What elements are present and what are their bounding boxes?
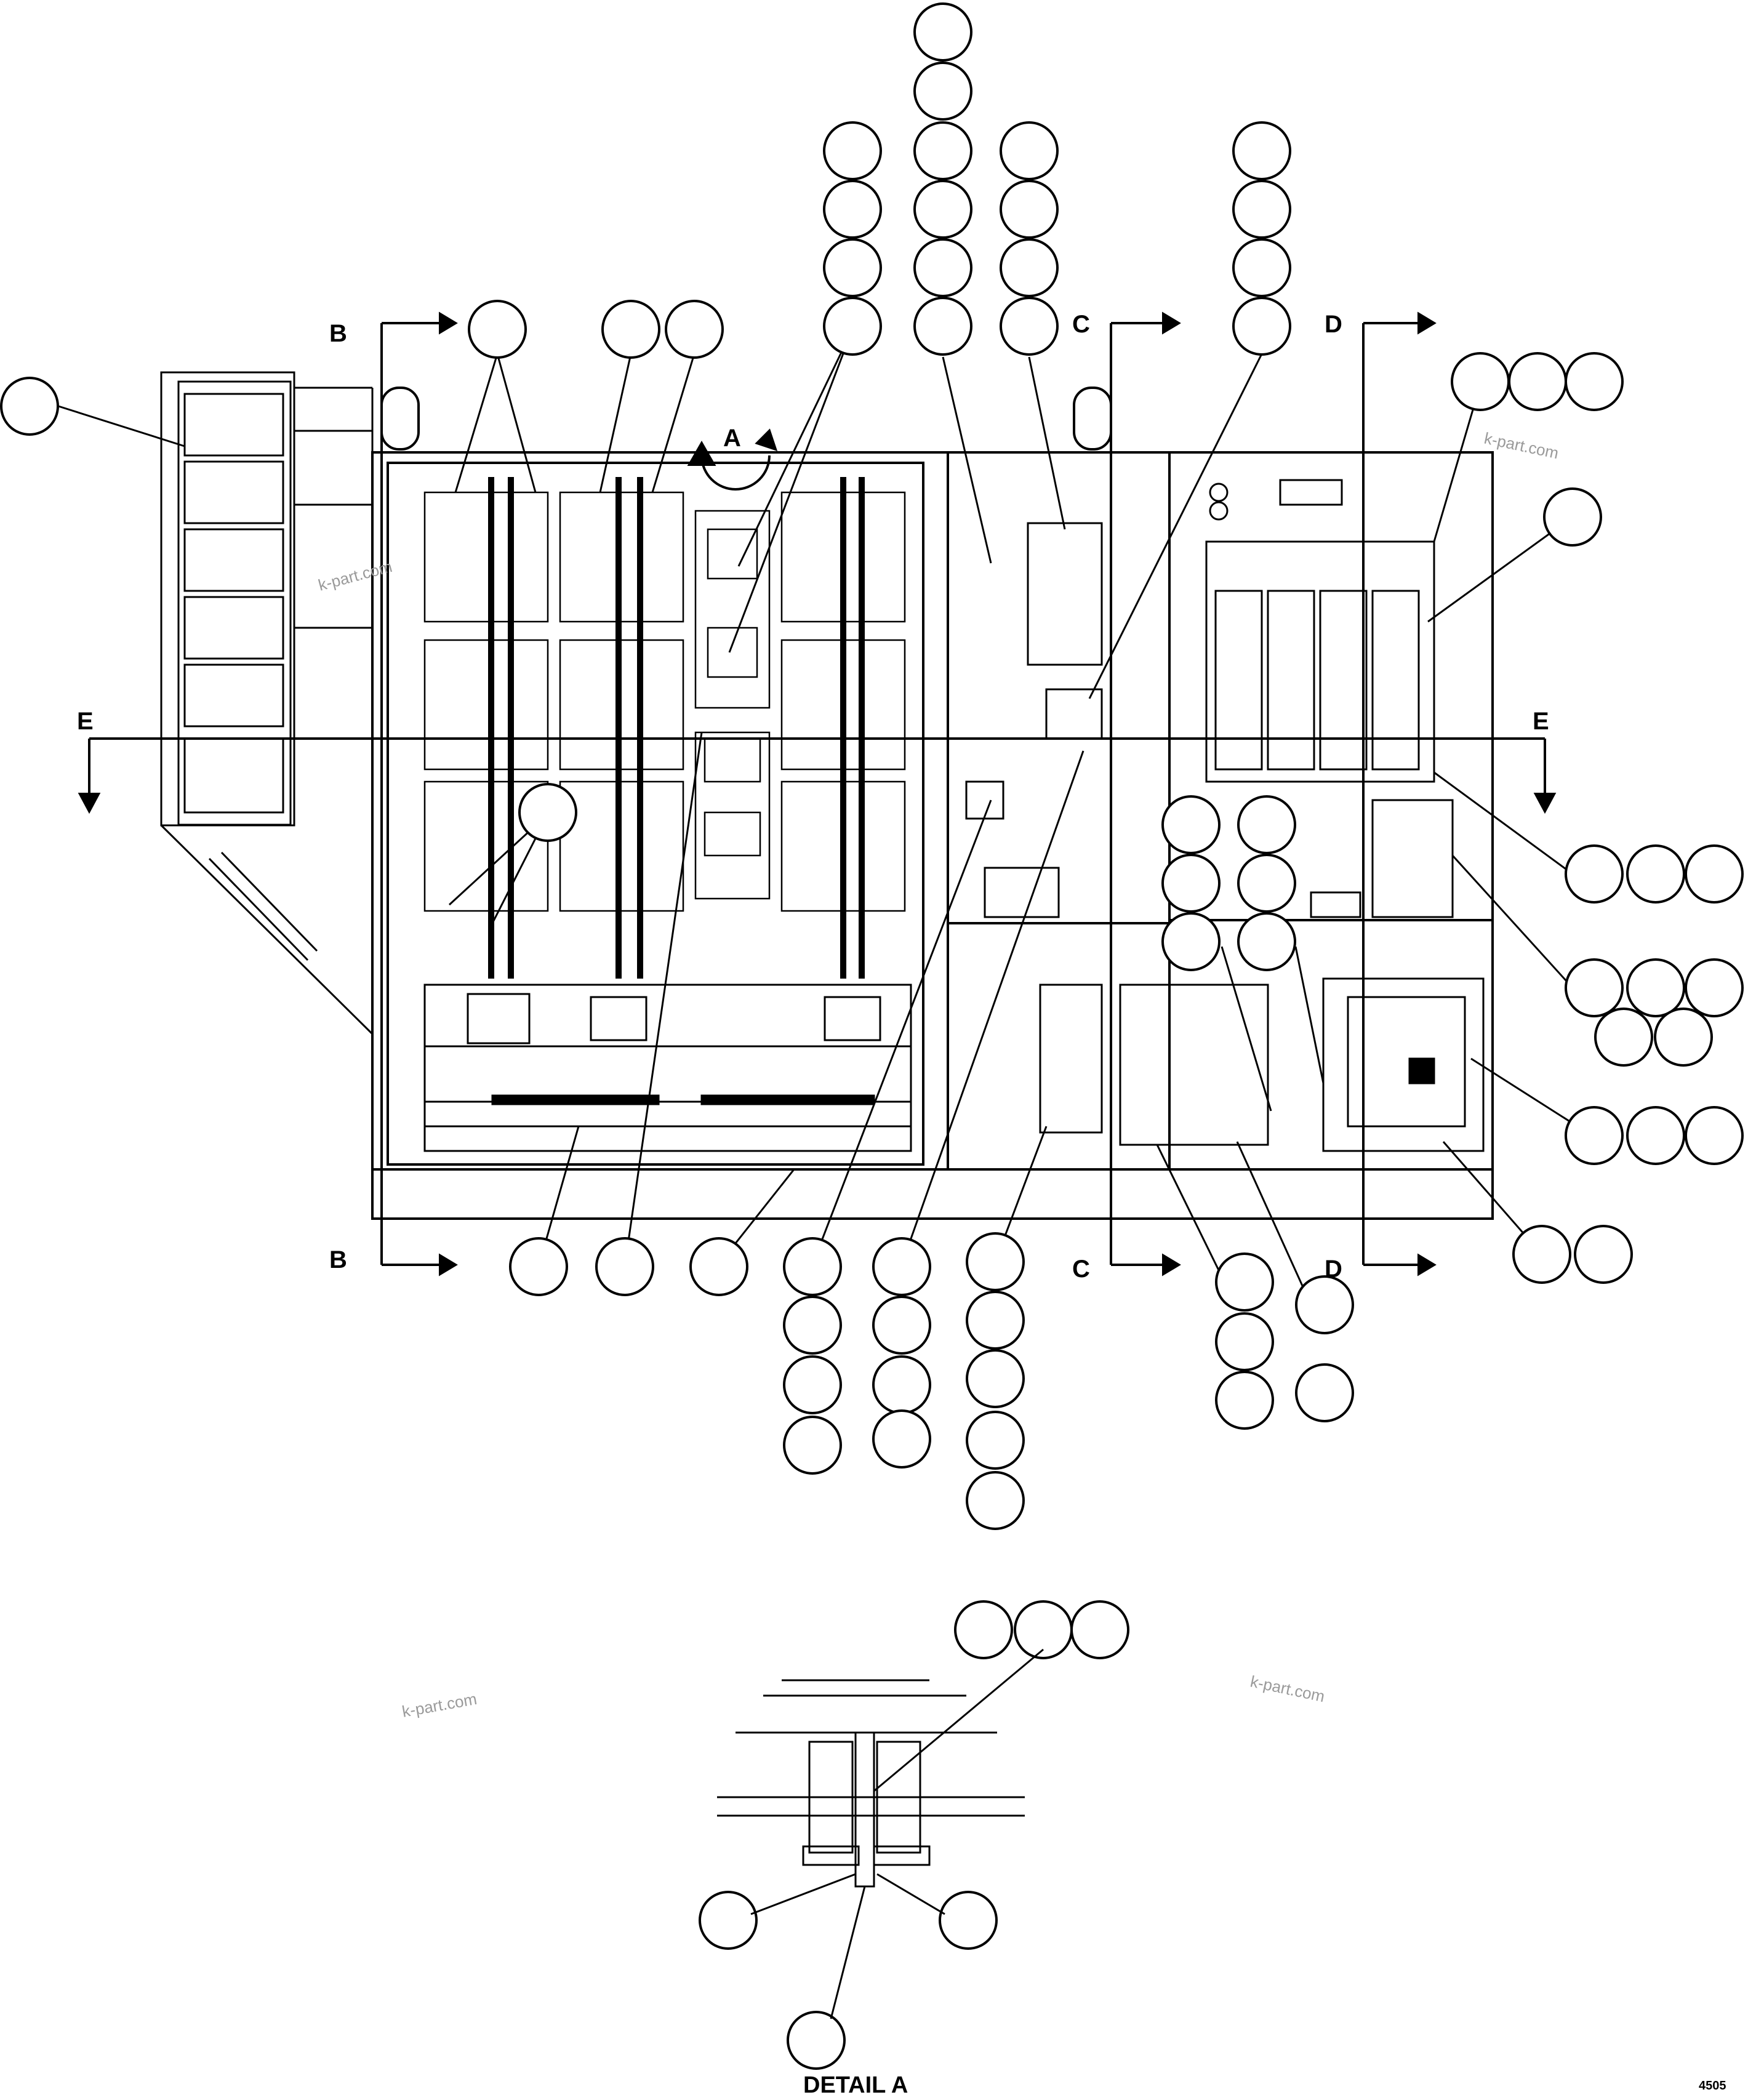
detail-a-mark-label: A [723,425,741,452]
section-c-top-label: C [1072,311,1090,338]
section-e-left-label: E [77,708,94,735]
detail-a-label: DETAIL A [803,2072,908,2098]
drawing-code: 4505 [1699,2079,1726,2093]
section-b-top-label: B [329,320,347,347]
watermark-2: k-part.com [1483,429,1560,463]
section-labels: B B C C D D E E A [77,311,1549,1283]
detail-a-drawing [717,1648,1044,2019]
vertical-bus-bars [488,477,865,979]
watermark-4: k-part.com [1249,1672,1326,1706]
disconnect-cabinet [160,371,374,1035]
control-section [965,522,1269,1146]
section-d-top-label: D [1325,311,1342,338]
watermark-3: k-part.com [401,1689,478,1721]
section-c-bottom-label: C [1072,1256,1090,1283]
leader-lines [58,329,1574,1305]
dc-bus-section [423,984,912,1152]
watermarks: k-part.com k-part.com k-part.com k-part.… [316,429,1560,1721]
section-b-bottom-label: B [329,1246,347,1273]
section-e-right-label: E [1533,708,1549,735]
power-module-array [423,491,906,912]
section-cut-lines [78,311,1557,1276]
main-cabinet [371,387,1494,1220]
right-section [1205,479,1485,1152]
